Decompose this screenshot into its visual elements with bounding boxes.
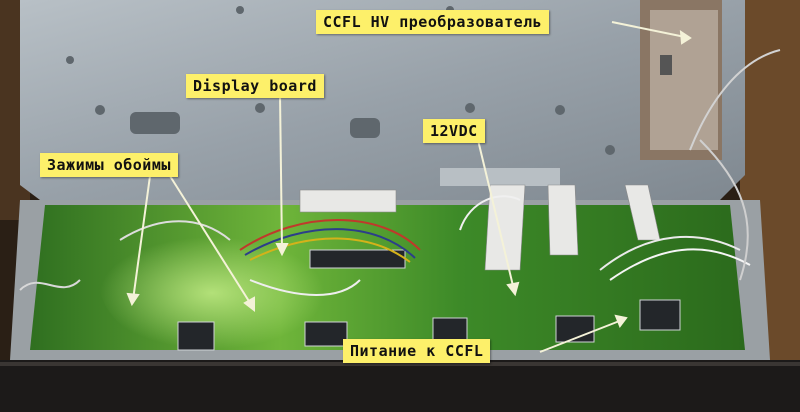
ribbon-cables — [299, 184, 661, 271]
annotation-12vdc: 12VDC — [423, 119, 485, 143]
pcb-chips — [177, 249, 681, 351]
annotation-clamps: Зажимы обоймы — [40, 153, 178, 177]
front-bezel — [0, 360, 800, 412]
chassis-plate — [20, 0, 745, 200]
annotation-ccfl-power: Питание к CCFL — [343, 339, 491, 363]
annotation-ccfl-hv-converter: CCFL HV преобразователь — [316, 10, 550, 34]
callout-lines — [126, 21, 692, 353]
chassis-rim — [440, 168, 560, 186]
wires — [19, 49, 781, 296]
annotation-display-board: Display board — [186, 74, 324, 98]
chassis-holes — [66, 6, 615, 155]
